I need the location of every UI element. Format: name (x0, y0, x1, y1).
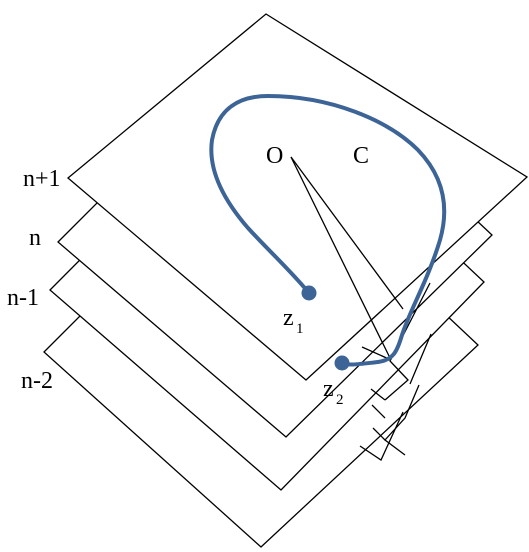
sheet-label-n-plus-1: n+1 (23, 166, 61, 192)
origin-label: O (266, 143, 283, 169)
point-z1-marker (301, 285, 317, 301)
branch-cut-line-2 (290, 156, 392, 361)
point-z1-subscript: 1 (296, 321, 304, 337)
branch-cut-sheet-n-minus-1 (409, 333, 432, 385)
branch-cut-bottom (359, 411, 404, 461)
sheet-label-n-minus-1: n-1 (7, 285, 39, 311)
sheet-n-plus-1 (66, 13, 529, 381)
point-z1-label: z (283, 305, 294, 331)
branch-cut-sheet-n (384, 282, 431, 401)
sheet-label-n-minus-2: n-2 (21, 368, 53, 394)
sheet-label-n: n (29, 225, 41, 251)
contour-c (209, 94, 447, 367)
point-z2-subscript: 2 (336, 392, 344, 408)
contour-label: C (353, 143, 369, 169)
branch-cut-stub-2 (371, 404, 386, 419)
point-z2-marker (334, 355, 350, 371)
point-z2-label: z (323, 376, 334, 402)
branch-cut-line-1 (290, 156, 404, 310)
branch-cut-lower-end (372, 427, 386, 441)
branch-cut-stub-1 (370, 388, 386, 401)
